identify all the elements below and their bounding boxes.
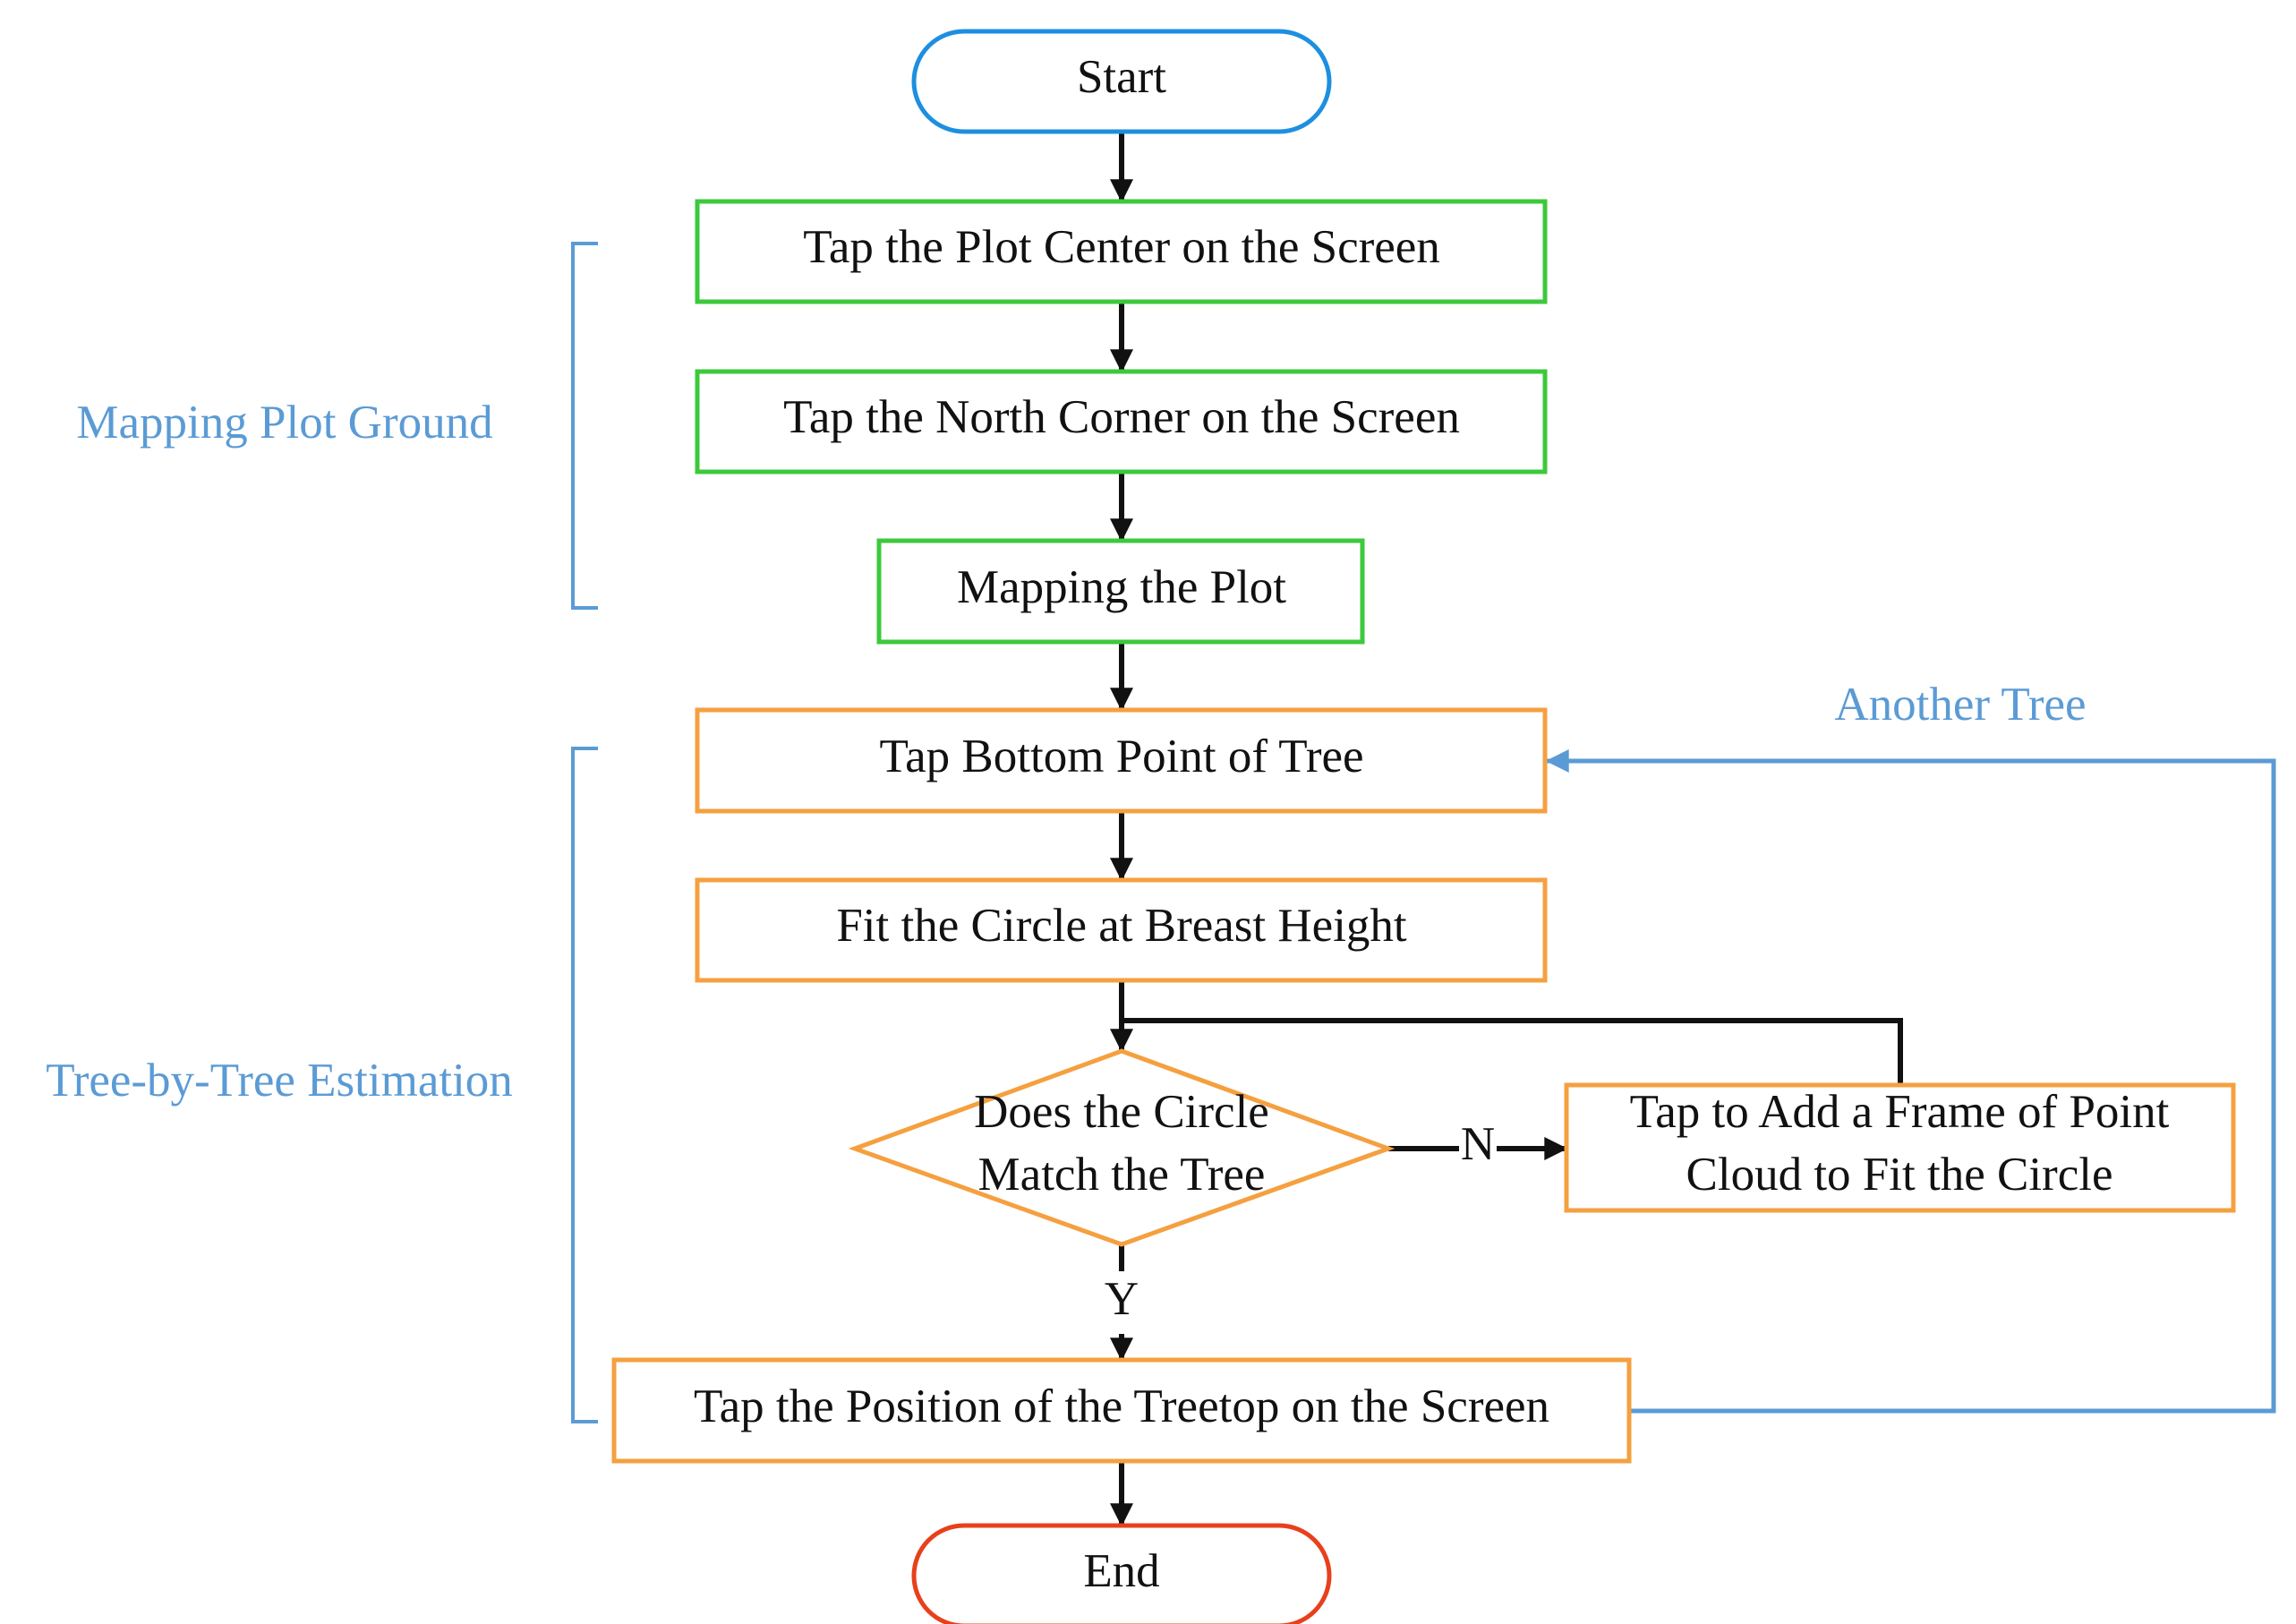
decision-label-line2: Match the Tree [978, 1149, 1266, 1201]
tree-group-bracket [571, 747, 598, 1423]
tap-bottom-point-label: Tap Bottom Point of Tree [879, 731, 1363, 782]
tap-bottom-point-box [695, 707, 1548, 814]
mapping-group-bracket [571, 242, 598, 610]
mapping-group-label: Mapping Plot Ground [76, 397, 492, 449]
mapping-plot-label: Mapping the Plot [957, 561, 1286, 613]
add-frame-box [1564, 1082, 2236, 1213]
yes-edge-label: Y [1105, 1273, 1139, 1325]
tap-plot-center-label: Tap the Plot Center on the Screen [803, 221, 1440, 273]
end-label: End [1083, 1545, 1159, 1597]
tap-plot-center-box [695, 199, 1548, 304]
fit-circle-label: Fit the Circle at Breast Height [836, 900, 1407, 952]
no-edge-label: N [1461, 1118, 1495, 1170]
loop-add-frame-to-decision [1122, 1018, 1903, 1085]
mapping-plot-box [876, 538, 1365, 645]
start-label: Start [1077, 51, 1166, 103]
loop-another-tree [1545, 749, 2276, 1414]
add-frame-label-line1: Tap to Add a Frame of Point [1630, 1086, 2170, 1138]
start-terminal [911, 29, 1332, 134]
tap-north-corner-label: Tap the North Corner on the Screen [783, 391, 1460, 443]
fit-circle-box [695, 877, 1548, 983]
decision-diamond [848, 1048, 1396, 1247]
add-frame-label-line2: Cloud to Fit the Circle [1686, 1149, 2113, 1201]
another-tree-label: Another Tree [1834, 679, 2086, 731]
tap-north-corner-box [695, 369, 1548, 474]
decision-label-line1: Does the Circle [974, 1086, 1269, 1138]
tap-treetop-box [611, 1357, 1632, 1464]
tap-treetop-label: Tap the Position of the Treetop on the S… [694, 1380, 1549, 1432]
tree-group-label: Tree-by-Tree Estimation [46, 1055, 513, 1107]
end-terminal [911, 1523, 1332, 1624]
